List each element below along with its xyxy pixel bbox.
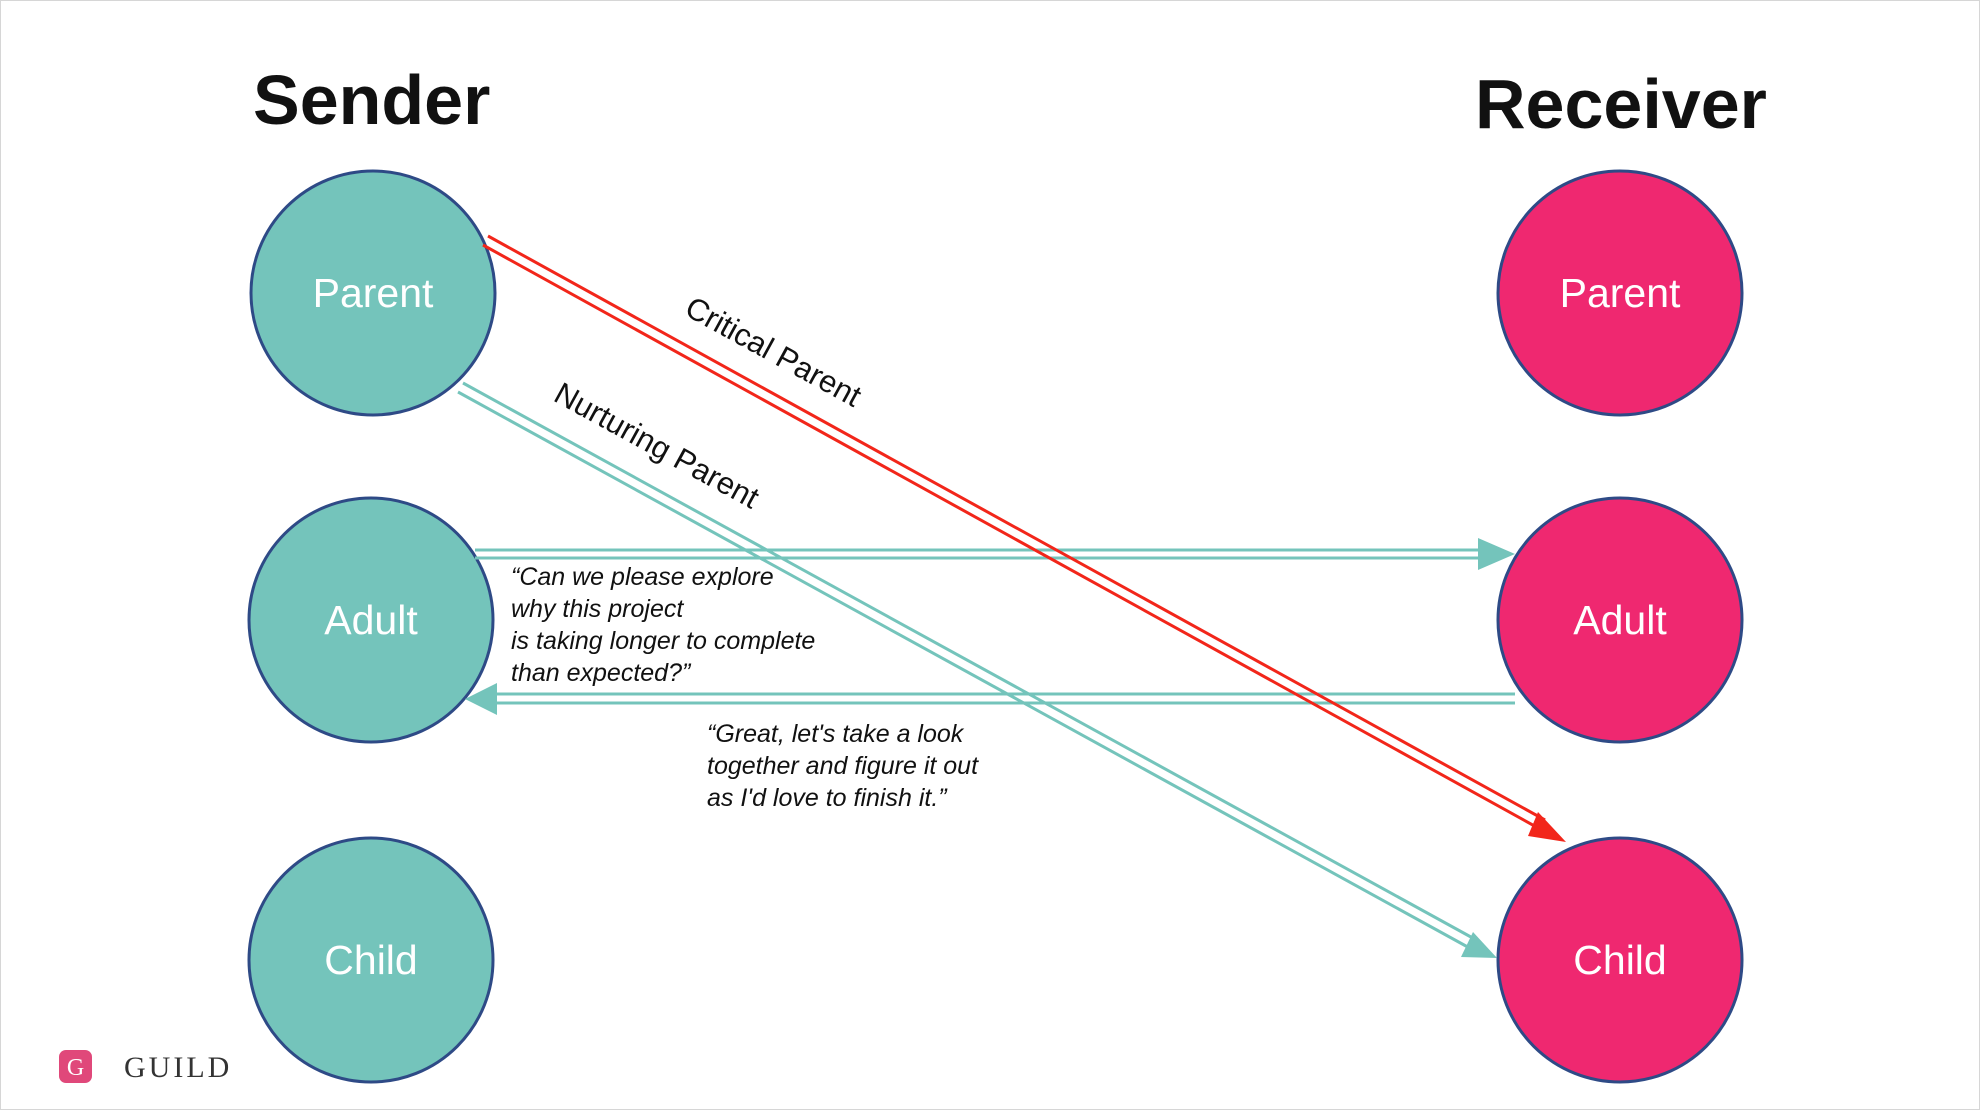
receiver-adult-label: Adult <box>1573 597 1667 643</box>
receiver-quote-line: “Great, let's take a look <box>707 720 965 748</box>
nurturing-parent-label: Nurturing Parent <box>549 375 766 515</box>
receiver-quote-line: as I'd love to finish it.” <box>707 784 948 812</box>
receiver-child-label: Child <box>1573 937 1666 983</box>
guild-logo-letter: G <box>67 1055 84 1081</box>
receiver-child-node: Child <box>1496 836 1744 1084</box>
adult-to-adult-arrow <box>475 538 1515 570</box>
receiver-parent-label: Parent <box>1560 270 1681 316</box>
sender-quote-line: why this project <box>511 595 684 623</box>
sender-quote-line: “Can we please explore <box>511 563 774 591</box>
sender-parent-node: Parent <box>249 169 497 417</box>
adult-to-adult-reply-arrow <box>465 683 1515 715</box>
sender-child-label: Child <box>324 937 417 983</box>
receiver-parent-node: Parent <box>1496 169 1744 417</box>
receiver-adult-node: Adult <box>1496 496 1744 744</box>
sender-quote: “Can we please explore why this project … <box>511 563 815 687</box>
sender-adult-label: Adult <box>324 597 418 643</box>
receiver-quote: “Great, let's take a look together and f… <box>707 720 979 812</box>
sender-parent-label: Parent <box>313 270 434 316</box>
nurturing-parent-arrow <box>457 381 1497 958</box>
guild-brand-name: GUILD <box>124 1051 232 1084</box>
sender-heading: Sender <box>253 61 490 139</box>
sender-quote-line: than expected?” <box>511 659 692 687</box>
sender-child-node: Child <box>247 836 495 1084</box>
receiver-heading: Receiver <box>1475 65 1767 143</box>
guild-logo: G GUILD <box>59 1050 232 1084</box>
critical-parent-arrow <box>482 234 1566 842</box>
receiver-quote-line: together and figure it out <box>707 752 979 780</box>
guild-logo-icon <box>59 1050 92 1083</box>
sender-quote-line: is taking longer to complete <box>511 627 815 655</box>
sender-adult-node: Adult <box>247 496 495 744</box>
